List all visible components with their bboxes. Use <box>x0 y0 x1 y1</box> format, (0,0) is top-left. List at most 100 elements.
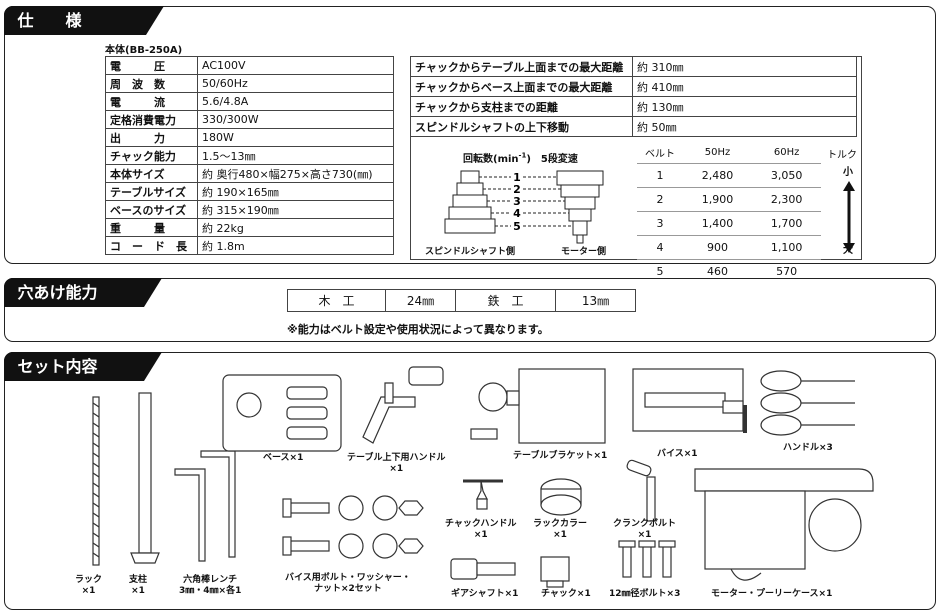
spec-value: 約 22kg <box>197 218 394 237</box>
label-column: 支柱 ×1 <box>129 575 148 596</box>
spec-label: 重 量 <box>105 218 198 237</box>
spec-value: 50/60Hz <box>197 74 394 93</box>
spec-label: チャックからテーブル上面までの最大距離 <box>410 56 633 77</box>
rpm-50hz: 1,400 <box>683 211 753 236</box>
spec-value: 約 1.8m <box>197 236 394 255</box>
spec-label: 電 流 <box>105 92 198 111</box>
spec-value: AC100V <box>197 56 394 75</box>
spec-label: テーブルサイズ <box>105 182 198 201</box>
drill-iron-value: 13㎜ <box>555 289 636 312</box>
drilling-table: 木 工 24㎜ 鉄 工 13㎜ <box>287 289 636 312</box>
torque-large: 大 <box>843 245 853 256</box>
spec-left-row: 本体サイズ約 奥行480×幅275×高さ730(㎜) <box>105 164 394 183</box>
set-parts-drawing <box>92 366 874 588</box>
step-label-1: 1 <box>513 171 521 184</box>
spindle-pulley-2 <box>456 182 484 196</box>
spec-value: 330/300W <box>197 110 394 129</box>
label-table-handle: テーブル上下用ハンドル ×1 <box>347 453 446 474</box>
spec-label: ベースのサイズ <box>105 200 198 219</box>
rpm-60hz: 2,300 <box>752 187 822 212</box>
spec-value: 約 190×165㎜ <box>197 182 394 201</box>
label-vise-bolts: バイス用ボルト・ワッシャー・ ナット×2セット <box>285 573 411 594</box>
label-vise: バイス×1 <box>657 449 698 459</box>
crank-bolt-icon <box>626 459 656 522</box>
spec-right-row: スピンドルシャフトの上下移動約 50㎜ <box>410 116 857 137</box>
belt-no: 3 <box>637 211 684 236</box>
header-60hz: 60Hz <box>752 143 822 164</box>
label-hex-wrench: 六角棒レンチ 3㎜・4㎜×各1 <box>179 575 242 596</box>
rpm-50hz: 1,900 <box>683 187 753 212</box>
table-bracket-icon <box>470 368 606 444</box>
spindle-pulley-4 <box>448 206 492 220</box>
set-panel: セット内容 <box>3 351 936 610</box>
spec-value: 約 130㎜ <box>632 96 857 117</box>
torque-small: 小 <box>843 167 853 178</box>
motor-pulley-2 <box>560 184 600 198</box>
gear-shaft-icon <box>450 558 516 580</box>
base-icon <box>222 374 342 452</box>
spec-left-row: 重 量約 22kg <box>105 218 394 237</box>
set-header: セット内容 <box>3 351 162 381</box>
spec-label: チャック能力 <box>105 146 198 165</box>
spec-label: 定格消費電力 <box>105 110 198 129</box>
spindle-pulley-3 <box>452 194 488 208</box>
belt-no: 1 <box>637 163 684 188</box>
spec-value: 180W <box>197 128 394 147</box>
pulley-title: 回転数(min-1) 5段変速 <box>463 151 578 165</box>
motor-pulley-5 <box>572 220 588 236</box>
label-gear-shaft: ギアシャフト×1 <box>451 589 519 599</box>
step-label-2: 2 <box>513 183 521 196</box>
drill-wood-value: 24㎜ <box>385 289 456 312</box>
label-chuck-handle: チャックハンドル ×1 <box>445 519 517 540</box>
belt-no: 4 <box>637 235 684 260</box>
spec-right-row: チャックから支柱までの距離約 130㎜ <box>410 96 857 117</box>
torque-arrow-icon <box>843 181 855 253</box>
spec-label: 出 力 <box>105 128 198 147</box>
pulley-diagram: 1 2 3 4 5 <box>444 170 604 244</box>
label-chuck: チャック×1 <box>541 589 591 599</box>
step-label-5: 5 <box>513 220 521 233</box>
model-label: 本体(BB-250A) <box>105 45 183 56</box>
motor-pulley-3 <box>564 196 596 210</box>
spec-label: 電 圧 <box>105 56 198 75</box>
spec-label: チャックから支柱までの距離 <box>410 96 633 117</box>
spindle-pulley-5 <box>444 218 496 234</box>
chuck-handle-icon <box>463 479 503 510</box>
step-label-4: 4 <box>513 207 521 220</box>
belt-no: 2 <box>637 187 684 212</box>
spec-value: 約 315×190㎜ <box>197 200 394 219</box>
spec-value: 1.5～13㎜ <box>197 146 394 165</box>
spec-label: 周 波 数 <box>105 74 198 93</box>
drill-iron-label: 鉄 工 <box>455 289 556 312</box>
label-handles: ハンドル×3 <box>783 443 833 453</box>
vise-icon <box>632 368 747 433</box>
spec-value: 約 50㎜ <box>632 116 857 137</box>
rack-collar-icon <box>540 478 582 516</box>
bolts-12-icon <box>618 540 676 578</box>
spec-right-row: チャックからテーブル上面までの最大距離約 310㎜ <box>410 56 857 77</box>
label-rack: ラック ×1 <box>75 575 103 596</box>
spindle-pulley-1 <box>460 170 480 184</box>
label-table-bracket: テーブルブラケット×1 <box>513 451 608 461</box>
header-belt: ベルト <box>637 143 684 164</box>
label-rack-collar: ラックカラー ×1 <box>533 519 588 540</box>
spec-left-row: コ ー ド 長約 1.8m <box>105 236 394 255</box>
column-icon <box>130 392 160 564</box>
motor-pulley-4 <box>568 208 592 222</box>
spec-left-row: テーブルサイズ約 190×165㎜ <box>105 182 394 201</box>
spec-label: チャックからベース上面までの最大距離 <box>410 76 633 97</box>
header-torque: トルク <box>827 149 858 161</box>
step-label-3: 3 <box>513 195 521 208</box>
spec-label: 本体サイズ <box>105 164 198 183</box>
